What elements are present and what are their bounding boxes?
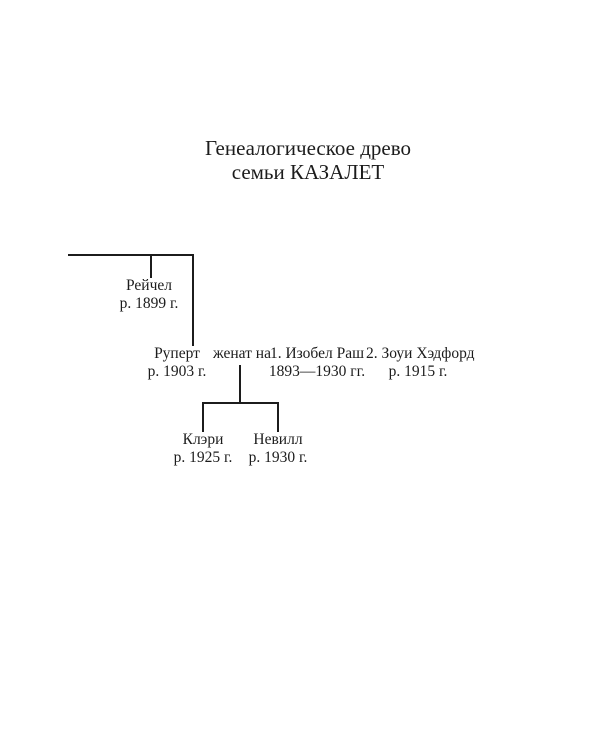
person-rachel-name: Рейчел (125, 277, 172, 294)
married-to-label: женат на (213, 345, 271, 362)
person-wife1-isobel: 1. Изобел Раш 1893—1930 гг. (260, 345, 374, 380)
person-wife2-dates: р. 1915 г. (388, 362, 448, 380)
tree-line-clary-vertical (202, 402, 204, 432)
page-title-line2: семьи КАЗАЛЕТ (231, 160, 385, 184)
person-clary-name: Клэри (182, 431, 224, 448)
person-rachel-dates: р. 1899 г. (119, 294, 179, 312)
person-neville-dates: р. 1930 г. (248, 448, 308, 466)
person-rupert-name: Руперт (154, 345, 200, 362)
person-neville: Невилл р. 1930 г. (228, 431, 328, 466)
person-clary: Клэри р. 1925 г. (153, 431, 253, 466)
person-wife2-zoe: 2. Зоуи Хэдфорд р. 1915 г. (366, 345, 475, 380)
page-title-line1: Генеалогическое древо (205, 136, 411, 160)
tree-line-neville-vertical (277, 402, 279, 432)
tree-line-rupert-vertical (192, 254, 194, 346)
person-wife1-dates: 1893—1930 гг. (268, 362, 366, 380)
person-rachel: Рейчел р. 1899 г. (99, 277, 199, 312)
tree-line-rachel-vertical (150, 254, 152, 278)
tree-line-marriage-vertical (239, 365, 241, 403)
person-clary-dates: р. 1925 г. (173, 448, 233, 466)
tree-line-children-horizontal (202, 402, 279, 404)
page-title: Генеалогическое древо семьи КАЗАЛЕТ (158, 136, 458, 184)
person-rupert: Руперт р. 1903 г. (127, 345, 227, 380)
tree-line-siblings-horizontal (68, 254, 194, 256)
person-neville-name: Невилл (253, 431, 303, 448)
person-rupert-dates: р. 1903 г. (147, 362, 207, 380)
person-wife1-name: 1. Изобел Раш (269, 345, 365, 362)
person-wife2-name: 2. Зоуи Хэдфорд (366, 345, 475, 362)
